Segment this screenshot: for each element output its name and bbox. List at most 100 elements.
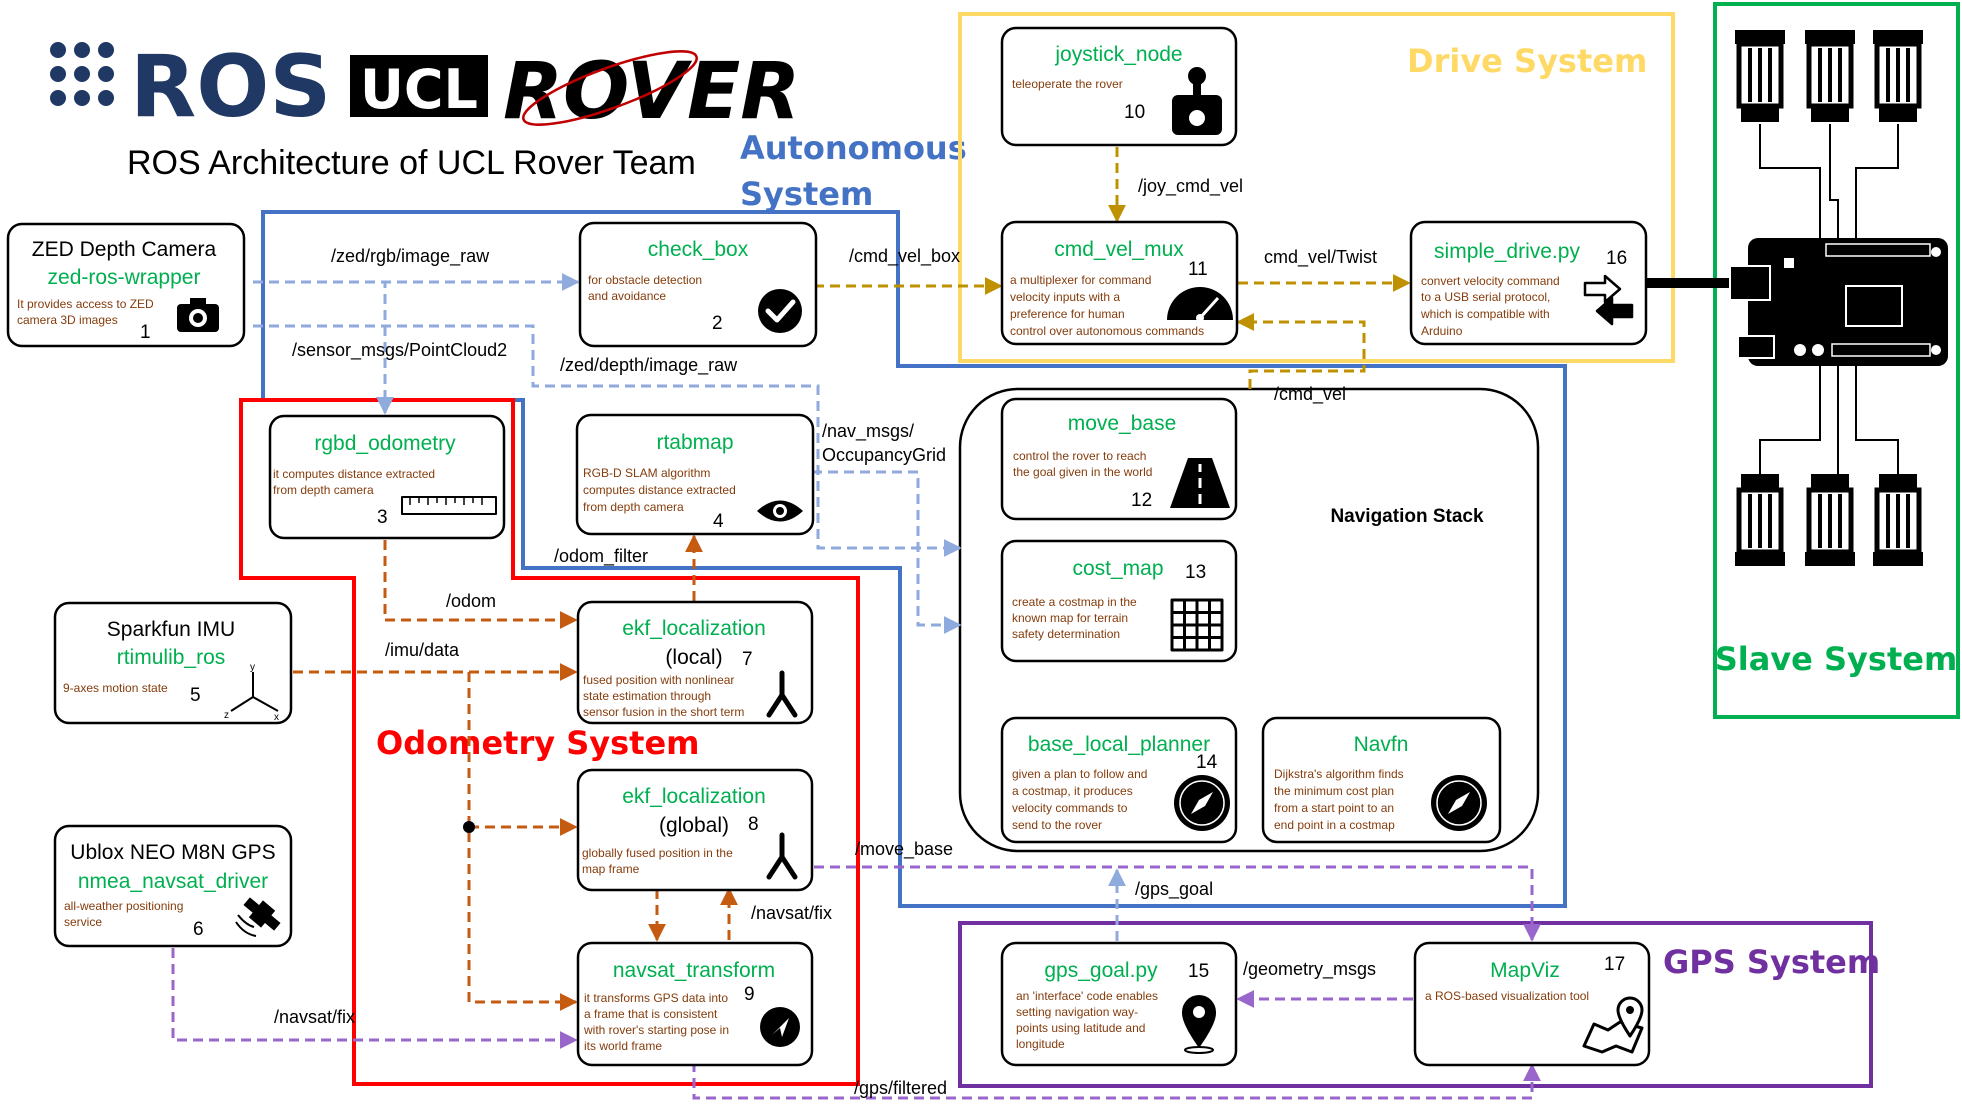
node-ublox-gps[interactable]: Ublox NEO M8N GPS nmea_navsat_driver all… <box>53 824 293 948</box>
node-desc-line: control over autonomous commands <box>1010 324 1204 338</box>
node-rtabmap[interactable]: rtabmap RGB-D SLAM algorithm computes di… <box>575 413 815 536</box>
node-ekf-localization-local[interactable]: ekf_localization (local) 7 fused positio… <box>576 600 814 725</box>
node-number: 7 <box>742 649 753 670</box>
node-number: 11 <box>1188 259 1208 280</box>
node-desc-line: setting navigation way- <box>1016 1005 1138 1019</box>
node-ekf-localization-global[interactable]: ekf_localization (global) 8 globally fus… <box>576 768 814 892</box>
node-desc-line: from depth camera <box>273 483 374 497</box>
merge-icon <box>766 832 798 880</box>
node-move-base[interactable]: move_base control the rover to reach the… <box>1000 397 1238 521</box>
node-desc-line: given a plan to follow and <box>1012 767 1147 781</box>
node-desc-line: all-weather positioning <box>64 899 183 913</box>
ros-logo: ROS <box>50 37 331 137</box>
node-title: simple_drive.py <box>1434 240 1580 263</box>
node-desc-line: computes distance extracted <box>583 483 736 497</box>
node-title: rtabmap <box>656 431 733 454</box>
node-desc-line: service <box>64 915 102 929</box>
svg-text:y: y <box>250 662 255 673</box>
node-number: 9 <box>744 984 755 1005</box>
speedometer-icon <box>1167 287 1233 322</box>
node-desc-line: control the rover to reach <box>1013 449 1146 463</box>
node-desc-line: convert velocity command <box>1421 274 1560 288</box>
imu-branch-junction <box>463 821 475 833</box>
joystick-icon <box>1172 67 1222 135</box>
compass-icon <box>1174 775 1230 831</box>
satellite-icon <box>235 897 281 937</box>
map-pin-icon <box>1582 996 1644 1054</box>
node-number: 8 <box>748 814 759 835</box>
node-desc-line: a frame that is consistent <box>584 1007 718 1021</box>
motor-icon <box>1735 30 1785 122</box>
topic-label-odom: /odom <box>446 591 496 611</box>
node-simple-drive[interactable]: simple_drive.py 16 convert velocity comm… <box>1409 220 1648 346</box>
node-desc-line: 9-axes motion state <box>63 681 168 695</box>
ucl-logo-text: UCL <box>360 58 478 121</box>
node-zed-depth-camera[interactable]: ZED Depth Camera zed-ros-wrapper It prov… <box>6 222 246 348</box>
node-cmd-vel-mux[interactable]: cmd_vel_mux 11 a multiplexer for command… <box>1000 220 1239 346</box>
topic-label-joy-cmd-vel: /joy_cmd_vel <box>1138 176 1243 197</box>
node-joystick-node[interactable]: joystick_node teleoperate the rover 10 <box>1000 26 1238 147</box>
node-base-local-planner[interactable]: base_local_planner 14 given a plan to fo… <box>1000 716 1238 844</box>
drive-system-boundary <box>958 12 1675 363</box>
node-title: cost_map <box>1072 557 1163 580</box>
node-number: 16 <box>1606 248 1627 269</box>
odometry-system-label: Odometry System <box>376 724 700 762</box>
topic-label-gps-goal: /gps_goal <box>1135 879 1213 900</box>
node-desc-line: its world frame <box>584 1039 662 1053</box>
topic-label-navsat-fix-1: /navsat/fix <box>751 903 832 923</box>
topic-label-cmd-vel: /cmd_vel <box>1274 384 1346 405</box>
node-navfn[interactable]: Navfn Dijkstra's algorithm finds the min… <box>1261 716 1502 844</box>
node-rgbd-odometry[interactable]: rgbd_odometry it computes distance extra… <box>268 414 506 540</box>
node-desc-line: state estimation through <box>583 689 711 703</box>
edges <box>171 147 1541 1100</box>
road-icon <box>1170 458 1230 508</box>
slave-system-label: Slave System <box>1715 640 1958 678</box>
node-title: MapViz <box>1490 959 1560 982</box>
node-check-box[interactable]: check_box for obstacle detection and avo… <box>578 221 818 348</box>
node-title: joystick_node <box>1054 43 1182 66</box>
edge-gps-filtered <box>692 1062 1541 1100</box>
edge-zed-pointcloud <box>253 280 394 415</box>
motor-icon <box>1735 474 1785 566</box>
topic-label-zed-rgb: /zed/rgb/image_raw <box>331 246 490 267</box>
topic-label-gps-filtered: /gps/filtered <box>854 1078 947 1098</box>
node-desc-line: camera 3D images <box>17 313 118 327</box>
node-title: navsat_transform <box>613 959 775 982</box>
node-number: 13 <box>1185 562 1206 583</box>
svg-text:z: z <box>224 710 229 721</box>
node-desc-line: longitude <box>1016 1037 1065 1051</box>
motor-icon <box>1805 474 1855 566</box>
compass-icon <box>1431 775 1487 831</box>
node-title: rgbd_odometry <box>314 432 456 455</box>
navigation-stack-label: Navigation Stack <box>1330 506 1484 527</box>
edge-move-base-to-mapviz <box>814 865 1541 942</box>
ros-logo-dots-icon <box>50 42 114 106</box>
node-desc-line: a ROS-based visualization tool <box>1425 989 1589 1003</box>
node-desc-line: the minimum cost plan <box>1274 784 1394 798</box>
node-title: ZED Depth Camera <box>32 238 217 261</box>
edge-cmd-vel <box>1236 313 1366 389</box>
node-navsat-transform[interactable]: navsat_transform 9 it transforms GPS dat… <box>576 941 814 1067</box>
ucl-logo-box <box>350 55 488 117</box>
node-desc-line: from a start point to an <box>1274 801 1394 815</box>
node-sparkfun-imu[interactable]: Sparkfun IMU rtimulib_ros 9-axes motion … <box>53 601 293 725</box>
rover-logo-orbit <box>522 50 698 126</box>
node-desc-line: to a USB serial protocol, <box>1421 290 1550 304</box>
node-number: 4 <box>713 511 724 532</box>
camera-icon <box>177 298 219 332</box>
edge-odom <box>383 540 578 629</box>
node-title: gps_goal.py <box>1044 959 1158 982</box>
navigation-arrow-icon <box>760 1007 800 1047</box>
node-title: ekf_localization <box>622 785 766 808</box>
node-cost-map[interactable]: cost_map 13 create a costmap in the know… <box>1000 539 1238 663</box>
node-title: check_box <box>648 238 749 261</box>
node-desc-line: send to the rover <box>1012 818 1102 832</box>
node-subtitle: (local) <box>665 646 722 669</box>
node-gps-goal[interactable]: gps_goal.py 15 an 'interface' code enabl… <box>1000 941 1238 1067</box>
gps-system-boundary <box>958 921 1873 1088</box>
node-desc-line: preference for human <box>1010 307 1125 321</box>
arduino-board-icon <box>1729 238 1948 366</box>
node-desc-line: globally fused position in the <box>582 846 733 860</box>
node-mapviz[interactable]: MapViz 17 a ROS-based visualization tool <box>1413 941 1651 1067</box>
gps-system-label: GPS System <box>1663 943 1880 981</box>
